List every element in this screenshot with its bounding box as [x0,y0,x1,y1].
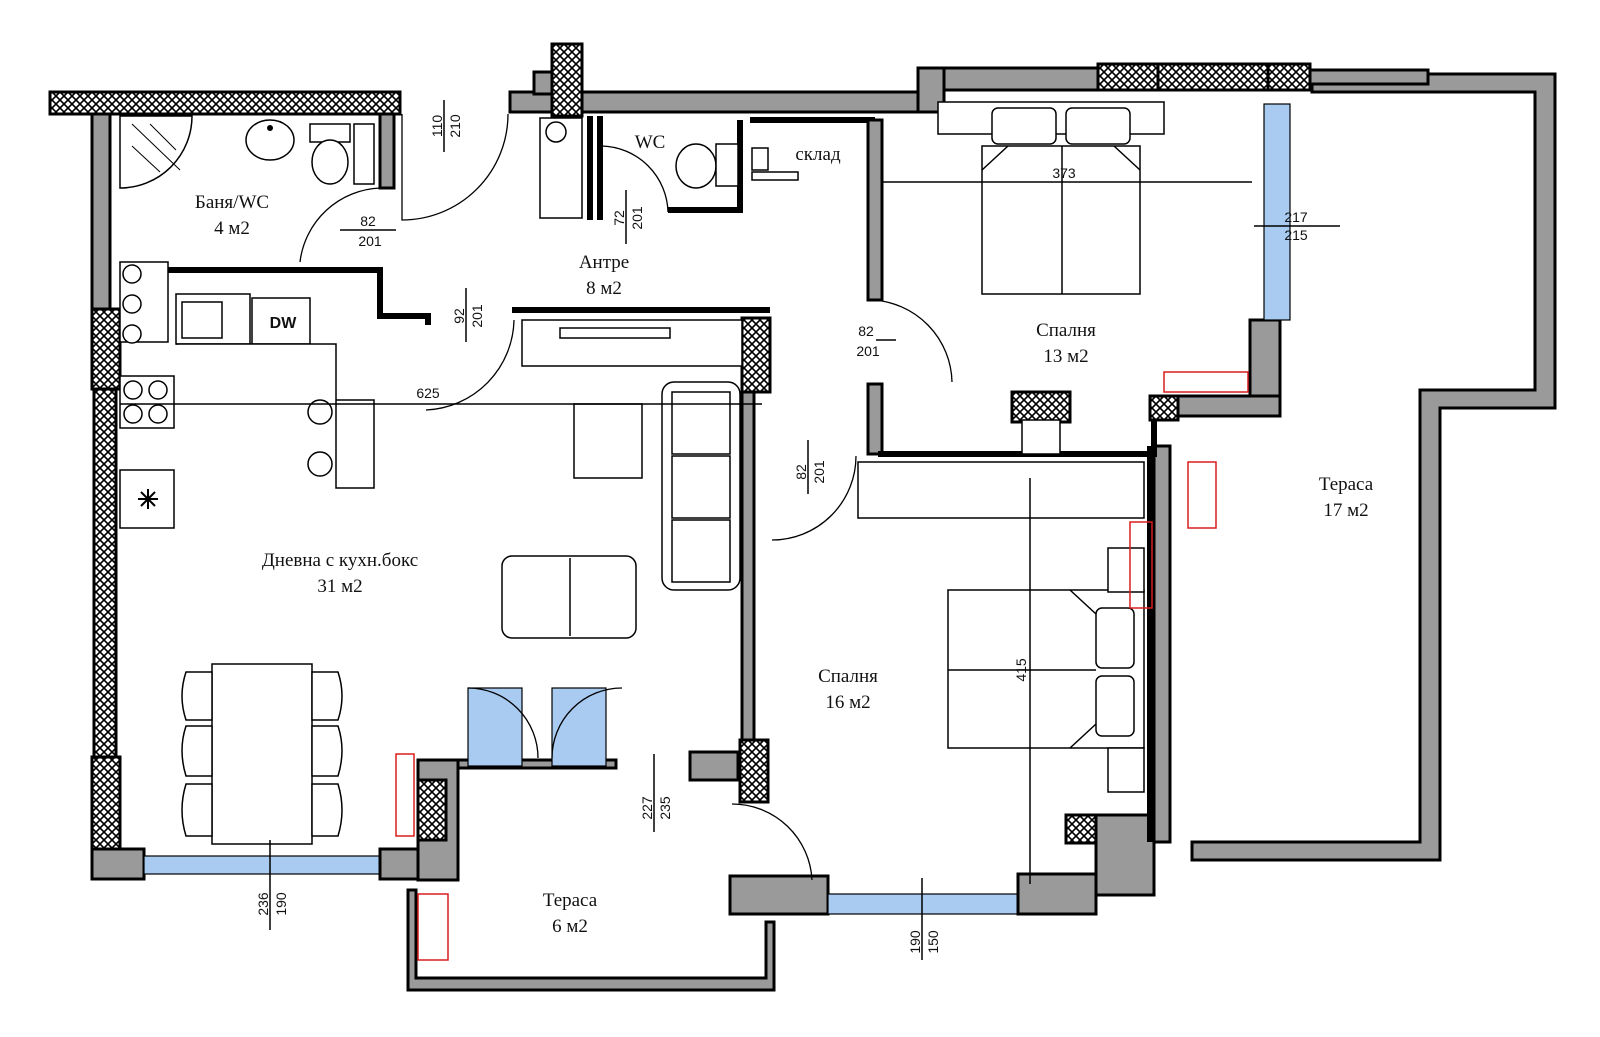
room-name-terrace-large: Тераса [1319,474,1374,495]
room-labels: Баня/WC 4 м2 WC склад Антре 8 м2 Дневна … [195,132,1374,937]
room-name-wc: WC [635,132,666,153]
dim-bed1-door-height: 201 [856,343,880,359]
room-area-terrace-small: 6 м2 [552,916,588,937]
dim-entry-door-width: 110 [429,115,445,138]
radiators [395,371,1249,961]
room-name-bedroom2: Спалня [818,666,878,687]
dim-bed2-door-width: 82 [793,464,809,480]
room-name-hall: Антре [579,252,629,273]
bed-icon-2 [947,589,1145,749]
shower-icon [119,115,193,189]
room-name-living: Дневна с кухн.бокс [262,550,418,571]
dimension-labels: 110 210 82 201 72 201 92 201 82 201 82 2… [255,114,1308,954]
dim-bed1-window-height: 215 [1284,227,1308,243]
room-name-storage: склад [795,144,841,165]
furniture: DW [119,101,1165,845]
dim-living-window-height: 190 [273,892,289,916]
sofa-icon [661,381,741,591]
dim-bed1-window-width: 217 [1284,209,1308,225]
dim-bath-door-height: 201 [358,233,382,249]
dishwasher-label: DW [270,315,298,332]
dim-bed2-window-width: 190 [907,930,923,954]
dimension-lines [120,100,1340,960]
room-area-terrace-large: 17 м2 [1323,500,1368,521]
dim-living-door-width: 92 [451,308,467,324]
room-name-bedroom1: Спалня [1036,320,1096,341]
room-name-bathroom: Баня/WC [195,192,269,213]
interior-walls [168,112,1157,842]
washbasin-icon [245,119,295,161]
room-area-hall: 8 м2 [586,278,622,299]
dim-bed2-window-height: 150 [925,930,941,954]
dim-living-length: 625 [416,385,440,401]
dim-bed2-door-height: 201 [811,460,827,484]
dim-bed1-width: 373 [1052,165,1076,181]
dim-bath-door-width: 82 [360,213,376,229]
wc-toilet-icon [675,143,739,189]
dim-living-window-width: 236 [255,892,271,916]
room-name-terrace-small: Тераса [543,890,598,911]
dim-terrace-door-height: 235 [657,796,673,820]
toilet-icon [309,123,351,185]
room-area-bedroom1: 13 м2 [1043,346,1088,367]
dim-bed1-door-width: 82 [858,323,874,339]
terrace-small-outline [406,888,776,992]
dim-wc-door-height: 201 [629,206,645,230]
dim-entry-door-height: 210 [447,114,463,138]
dim-living-door-height: 201 [469,304,485,328]
dining-table-icon [181,663,343,845]
dim-terrace-door-width: 227 [639,796,655,820]
doors [299,113,953,881]
room-area-bathroom: 4 м2 [214,218,250,239]
outer-walls [48,42,1430,916]
room-area-bedroom2: 16 м2 [825,692,870,713]
room-area-living: 31 м2 [317,576,362,597]
dim-bed2-length: 415 [1013,658,1029,682]
terrace-large-outline [1190,72,1557,862]
dim-wc-door-width: 72 [611,210,627,226]
bed-icon [937,101,1165,295]
